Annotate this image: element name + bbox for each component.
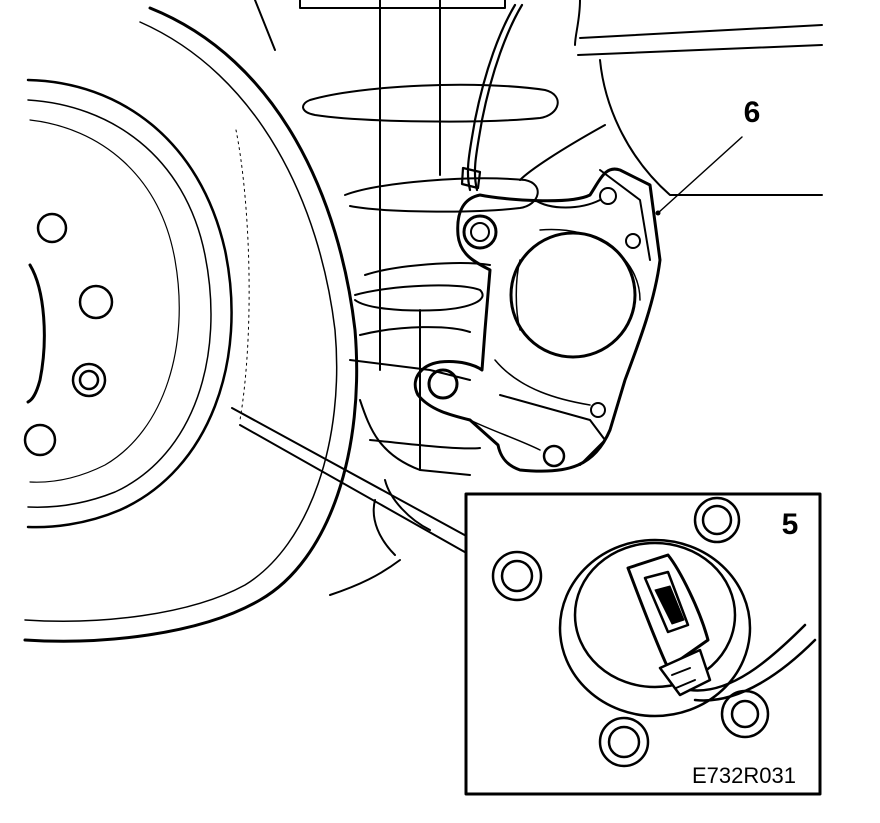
sensor-cable — [460, 3, 524, 192]
wheel-bolt-holes — [23, 212, 114, 457]
callout-6-leader-line — [657, 136, 743, 214]
hub-bolts — [491, 496, 770, 768]
callout-label-5: 5 — [782, 508, 799, 541]
inset-frame — [464, 492, 822, 796]
abs-sensor-connector — [626, 553, 712, 697]
hub-rings — [558, 538, 752, 718]
figure-code-label: E732R031 — [692, 763, 796, 788]
callout-label-6: 6 — [744, 96, 761, 129]
inset-connector-lines — [231, 407, 471, 596]
brake-disc — [23, 6, 359, 643]
abs-sensor-wire — [688, 623, 817, 702]
brake-caliper — [413, 167, 662, 473]
inset-detail — [491, 496, 817, 768]
coil-spring — [302, 83, 559, 336]
shock-absorber-strut — [254, 0, 581, 476]
body-panel — [519, 24, 823, 196]
